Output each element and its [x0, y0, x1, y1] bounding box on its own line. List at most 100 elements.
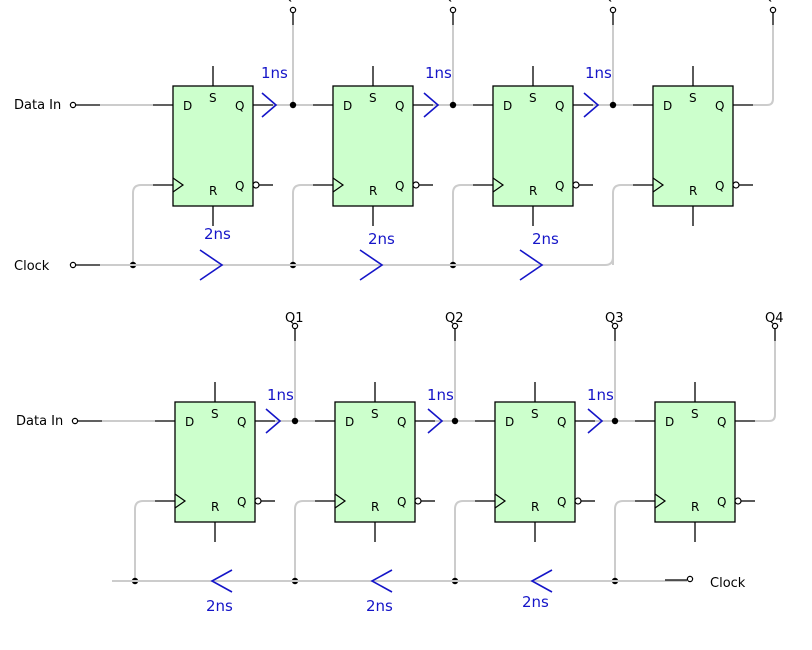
- data-delay-label: 1ns: [587, 386, 614, 404]
- q4-output-wire: [753, 25, 774, 106]
- data-delay-label: 1ns: [267, 386, 294, 404]
- data-delay-label: 1ns: [427, 386, 454, 404]
- qn-bubble: [414, 497, 422, 505]
- data-in-terminal: [69, 101, 77, 109]
- clock-branch-wire: [452, 184, 473, 265]
- clock-input-triangle: [494, 493, 507, 509]
- q-junction-dot: [611, 417, 619, 425]
- clock-input-triangle: [652, 177, 665, 193]
- clock-delay-label: 2ns: [206, 597, 233, 615]
- output-label-1: Q1: [285, 311, 304, 326]
- q-pin-label: Q: [397, 415, 406, 429]
- s-pin-label: S: [689, 91, 697, 105]
- q-output-terminal: [771, 322, 779, 330]
- d-pin-label: D: [665, 415, 674, 429]
- clock-delay-chevron: [519, 249, 544, 281]
- d-pin-label: D: [185, 415, 194, 429]
- d-pin-label: D: [343, 99, 352, 113]
- q-junction-dot: [289, 101, 297, 109]
- s-pin-label: S: [209, 91, 217, 105]
- data-delay-chevron: [423, 92, 440, 118]
- output-label-1: Q1: [283, 0, 302, 4]
- clock-label: Clock: [710, 576, 746, 591]
- qn-pin-label: Q: [235, 179, 244, 193]
- q-output-terminal: [449, 6, 457, 14]
- data-delay-label: 1ns: [585, 64, 612, 82]
- d-pin-label: D: [663, 99, 672, 113]
- q-output-terminal: [609, 6, 617, 14]
- clock-branch-wire: [132, 184, 153, 265]
- q-pin-label: Q: [235, 99, 244, 113]
- q-output-terminal: [769, 6, 777, 14]
- s-pin-label: S: [529, 91, 537, 105]
- s-pin-label: S: [211, 407, 219, 421]
- q-output-terminal: [291, 322, 299, 330]
- flip-flop-4: [654, 401, 736, 523]
- q-junction-dot: [609, 101, 617, 109]
- q-pin-label: Q: [555, 99, 564, 113]
- d-pin-label: D: [345, 415, 354, 429]
- data-delay-chevron: [583, 92, 600, 118]
- q-junction-dot: [451, 417, 459, 425]
- flip-flop-4: [652, 85, 734, 207]
- s-pin-label: S: [531, 407, 539, 421]
- data-in-terminal: [71, 417, 79, 425]
- qn-bubble: [252, 181, 260, 189]
- output-label-4: Q4: [763, 0, 782, 4]
- clock-bus-wire: [100, 256, 614, 266]
- s-pin-label: S: [369, 91, 377, 105]
- data-delay-label: 1ns: [425, 64, 452, 82]
- q-pin-label: Q: [715, 99, 724, 113]
- q-pin-label: Q: [237, 415, 246, 429]
- output-label-2: Q2: [443, 0, 462, 4]
- clock-delay-label: 2ns: [522, 593, 549, 611]
- clock-input-triangle: [172, 177, 185, 193]
- data-in-label: Data In: [14, 98, 61, 113]
- flip-flop-3: [494, 401, 576, 523]
- s-pin-label: S: [371, 407, 379, 421]
- d-pin-label: D: [505, 415, 514, 429]
- clock-input-triangle: [334, 493, 347, 509]
- output-label-3: Q3: [605, 311, 624, 326]
- clock-label: Clock: [14, 259, 50, 274]
- q-output-terminal: [289, 6, 297, 14]
- r-pin-label: R: [529, 184, 537, 198]
- qn-pin-label: Q: [397, 495, 406, 509]
- r-pin-label: R: [209, 184, 217, 198]
- qn-pin-label: Q: [557, 495, 566, 509]
- q-output-terminal: [611, 322, 619, 330]
- qn-bubble: [572, 181, 580, 189]
- flip-flop-2: [334, 401, 416, 523]
- s-pin-label: S: [691, 407, 699, 421]
- d-pin-label: D: [183, 99, 192, 113]
- qn-bubble: [254, 497, 262, 505]
- clock-delay-label: 2ns: [366, 597, 393, 615]
- output-label-4: Q4: [765, 311, 784, 326]
- clock-delay-chevron: [359, 249, 384, 281]
- qn-bubble: [734, 497, 742, 505]
- clock-terminal: [69, 261, 77, 269]
- r-pin-label: R: [689, 184, 697, 198]
- d-pin-label: D: [503, 99, 512, 113]
- output-label-3: Q3: [603, 0, 622, 4]
- r-pin-label: R: [691, 500, 699, 514]
- q4-output-wire: [755, 341, 776, 422]
- clock-delay-label: 2ns: [204, 225, 231, 243]
- clock-terminal: [686, 575, 694, 583]
- clock-branch-wire: [134, 500, 155, 581]
- q-pin-label: Q: [395, 99, 404, 113]
- clock-input-triangle: [174, 493, 187, 509]
- flip-flop-1: [172, 85, 254, 207]
- clock-delay-chevron: [210, 569, 233, 593]
- data-delay-chevron: [265, 408, 282, 434]
- clock-branch-wire: [454, 500, 475, 581]
- r-pin-label: R: [369, 184, 377, 198]
- qn-bubble: [574, 497, 582, 505]
- qn-pin-label: Q: [717, 495, 726, 509]
- clock-delay-chevron: [530, 569, 553, 593]
- clock-input-triangle: [492, 177, 505, 193]
- clock-branch-wire: [612, 184, 633, 265]
- clock-delay-chevron: [199, 249, 224, 281]
- flip-flop-1: [174, 401, 256, 523]
